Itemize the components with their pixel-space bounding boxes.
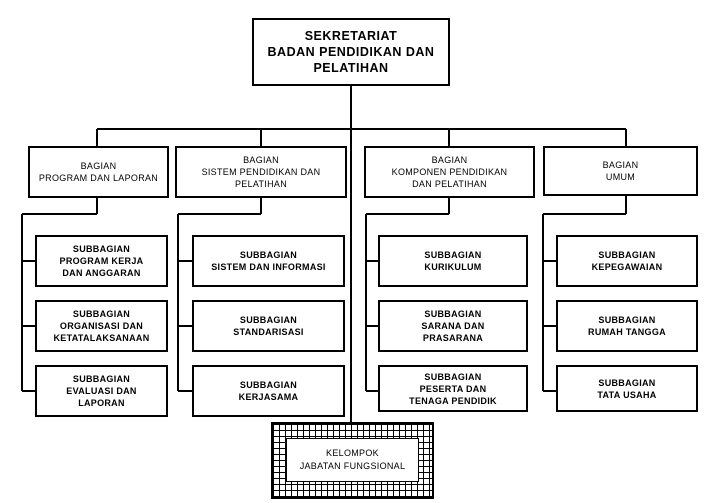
subbagian-label: SUBBAGIAN xyxy=(424,309,482,319)
subbagian-name-2: TENAGA PENDIDIK xyxy=(409,395,497,406)
bagian-name-2: PELATIHAN xyxy=(234,179,288,189)
bagian-umum: BAGIAN UMUM xyxy=(543,146,698,196)
subbagian-program-kerja: SUBBAGIAN PROGRAM KERJA DAN ANGGARAN xyxy=(35,235,168,287)
subbagian-name: RUMAH TANGGA xyxy=(588,327,666,337)
bagian-program-dan-laporan: BAGIAN PROGRAM DAN LAPORAN xyxy=(28,146,169,198)
bagian-komponen-pendidikan: BAGIAN KOMPONEN PENDIDIKAN DAN PELATIHAN xyxy=(364,146,535,198)
subbagian-name: EVALUASI DAN xyxy=(66,386,137,396)
subbagian-rumah-tangga: SUBBAGIAN RUMAH TANGGA xyxy=(556,300,698,352)
subbagian-label: SUBBAGIAN xyxy=(239,380,298,390)
subbagian-label: SUBBAGIAN xyxy=(424,250,482,260)
subbagian-organisasi: SUBBAGIAN ORGANISASI DAN KETATALAKSANAAN xyxy=(35,300,168,352)
subbagian-kurikulum: SUBBAGIAN KURIKULUM xyxy=(378,235,528,287)
subbagian-name: SARANA DAN xyxy=(421,321,485,331)
subbagian-label: SUBBAGIAN xyxy=(72,244,131,254)
subbagian-label: SUBBAGIAN xyxy=(239,250,298,260)
bagian-label: BAGIAN xyxy=(602,160,639,170)
subbagian-name-2: PRASARANA xyxy=(422,333,484,343)
subbagian-label: SUBBAGIAN xyxy=(72,374,131,384)
subbagian-label: SUBBAGIAN xyxy=(72,309,131,319)
kelompok-jabatan-fungsional-box: KELOMPOK JABATAN FUNGSIONAL xyxy=(286,438,419,482)
kelompok-label: KELOMPOK xyxy=(326,448,379,458)
bagian-label: BAGIAN xyxy=(80,161,117,171)
subbagian-name: KERJASAMA xyxy=(238,392,299,402)
subbagian-standarisasi: SUBBAGIAN STANDARISASI xyxy=(192,300,345,352)
subbagian-kerjasama: SUBBAGIAN KERJASAMA xyxy=(192,365,345,417)
bagian-name: PROGRAM DAN LAPORAN xyxy=(38,173,159,183)
subbagian-name: STANDARISASI xyxy=(233,327,304,337)
subbagian-name-2: DAN ANGGARAN xyxy=(62,268,141,278)
subbagian-label: SUBBAGIAN xyxy=(424,371,482,382)
subbagian-name: ORGANISASI DAN xyxy=(59,321,144,331)
subbagian-label: SUBBAGIAN xyxy=(239,315,298,325)
subbagian-name: TATA USAHA xyxy=(597,389,657,400)
subbagian-name: PESERTA DAN xyxy=(419,383,487,394)
bagian-name-2: DAN PELATIHAN xyxy=(412,179,487,189)
subbagian-label: SUBBAGIAN xyxy=(598,377,656,388)
subbagian-label: SUBBAGIAN xyxy=(598,315,656,325)
subbagian-name: SISTEM DAN INFORMASI xyxy=(211,262,326,272)
sekretariat-line-2: BADAN PENDIDIKAN DAN xyxy=(267,45,435,59)
subbagian-name: KEPEGAWAIAN xyxy=(591,262,663,272)
kelompok-jabatan-fungsional-frame: KELOMPOK JABATAN FUNGSIONAL xyxy=(271,422,434,499)
subbagian-name: PROGRAM KERJA xyxy=(59,256,144,266)
subbagian-name: KURIKULUM xyxy=(424,262,482,272)
subbagian-label: SUBBAGIAN xyxy=(598,250,656,260)
bagian-name: SISTEM PENDIDIKAN DAN xyxy=(201,167,321,177)
bagian-label: BAGIAN xyxy=(431,155,468,165)
subbagian-name-2: LAPORAN xyxy=(78,398,125,408)
bagian-name: KOMPONEN PENDIDIKAN xyxy=(391,167,508,177)
subbagian-name-2: KETATALAKSANAAN xyxy=(53,333,150,343)
subbagian-evaluasi: SUBBAGIAN EVALUASI DAN LAPORAN xyxy=(35,365,168,417)
subbagian-sistem-informasi: SUBBAGIAN SISTEM DAN INFORMASI xyxy=(192,235,345,287)
bagian-name: UMUM xyxy=(605,172,636,182)
sekretariat-line-1: SEKRETARIAT xyxy=(304,29,398,43)
kelompok-name: JABATAN FUNGSIONAL xyxy=(299,461,406,471)
bagian-label: BAGIAN xyxy=(243,155,279,165)
bagian-sistem-pendidikan: BAGIAN SISTEM PENDIDIKAN DAN PELATIHAN xyxy=(175,146,347,198)
subbagian-kepegawaian: SUBBAGIAN KEPEGAWAIAN xyxy=(556,235,698,287)
sekretariat-box: SEKRETARIAT BADAN PENDIDIKAN DAN PELATIH… xyxy=(252,18,450,86)
subbagian-tata-usaha: SUBBAGIAN TATA USAHA xyxy=(556,365,698,412)
sekretariat-line-3: PELATIHAN xyxy=(313,61,389,75)
subbagian-peserta-tenaga: SUBBAGIAN PESERTA DAN TENAGA PENDIDIK xyxy=(378,365,528,412)
subbagian-sarana-prasarana: SUBBAGIAN SARANA DAN PRASARANA xyxy=(378,300,528,352)
